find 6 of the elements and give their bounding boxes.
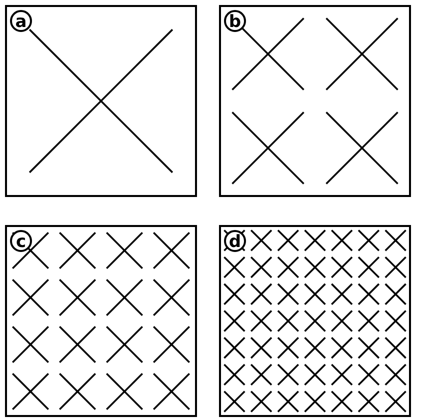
circled-letter: c [10, 230, 32, 252]
circled-letter: a [10, 10, 32, 32]
pattern-panel [5, 5, 197, 197]
circled-letter: b [224, 10, 246, 32]
pattern-panel [219, 5, 411, 197]
circled-letter: d [224, 230, 246, 252]
